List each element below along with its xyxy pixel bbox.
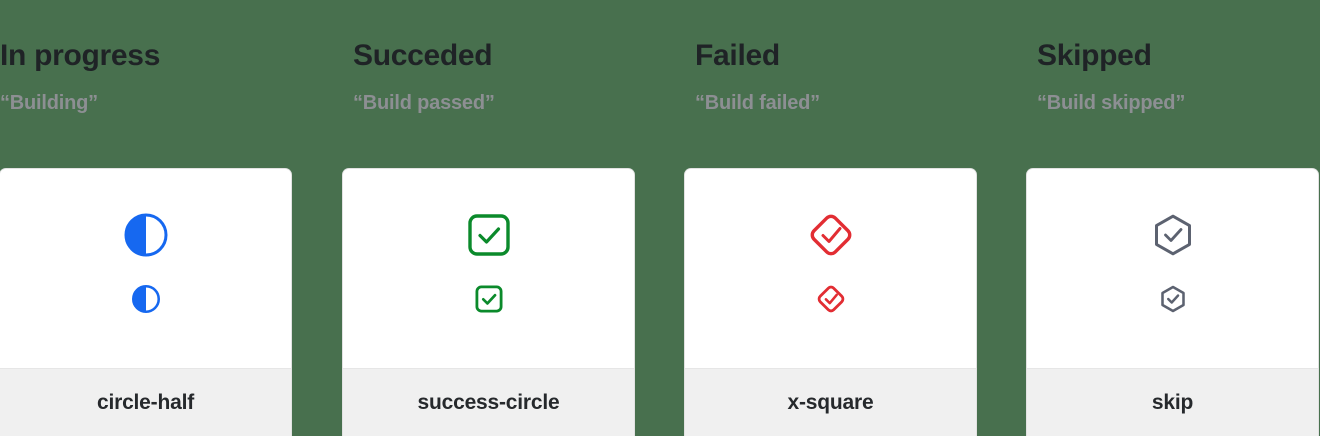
success-circle-icon xyxy=(467,213,511,257)
icon-card-footer: skip xyxy=(1027,368,1318,436)
x-square-icon-small xyxy=(817,285,845,313)
status-column-skipped: Skipped “Build skipped” xyxy=(1026,0,1320,436)
icon-card-skip[interactable]: skip xyxy=(1026,168,1319,436)
icon-card-body xyxy=(0,169,291,368)
status-column-failed: Failed “Build failed” xyxy=(684,0,1026,436)
icon-card-success-circle[interactable]: success-circle xyxy=(342,168,635,436)
icon-card-body xyxy=(685,169,976,368)
icon-card-body xyxy=(1027,169,1318,368)
icon-name-label: x-square xyxy=(787,390,874,414)
column-title: Skipped xyxy=(1037,39,1152,72)
status-column-in-progress: In progress “Building” xyxy=(0,0,342,436)
column-subtitle: “Building” xyxy=(0,92,98,114)
skip-icon xyxy=(1151,213,1195,257)
column-subtitle: “Build failed” xyxy=(695,92,820,114)
icon-card-body xyxy=(343,169,634,368)
column-title: Succeded xyxy=(353,39,493,72)
icon-name-label: circle-half xyxy=(96,390,194,414)
skip-icon-small xyxy=(1159,285,1187,313)
icon-card-footer: success-circle xyxy=(343,368,634,436)
status-column-succeded: Succeded “Build passed” xyxy=(342,0,684,436)
icon-name-label: skip xyxy=(1151,390,1194,414)
column-title: In progress xyxy=(0,39,161,72)
column-subtitle: “Build passed” xyxy=(353,92,495,114)
success-circle-icon-small xyxy=(475,285,503,313)
icon-name-label: success-circle xyxy=(417,390,560,414)
x-square-icon xyxy=(809,213,853,257)
icon-card-footer: circle-half xyxy=(0,368,291,436)
icon-card-x-square[interactable]: x-square xyxy=(684,168,977,436)
column-title: Failed xyxy=(695,39,780,72)
circle-half-icon-small xyxy=(131,285,160,313)
icon-card-footer: x-square xyxy=(685,368,976,436)
circle-half-icon xyxy=(124,213,168,257)
icon-card-circle-half[interactable]: circle-half xyxy=(0,168,292,436)
column-subtitle: “Build skipped” xyxy=(1037,92,1186,114)
